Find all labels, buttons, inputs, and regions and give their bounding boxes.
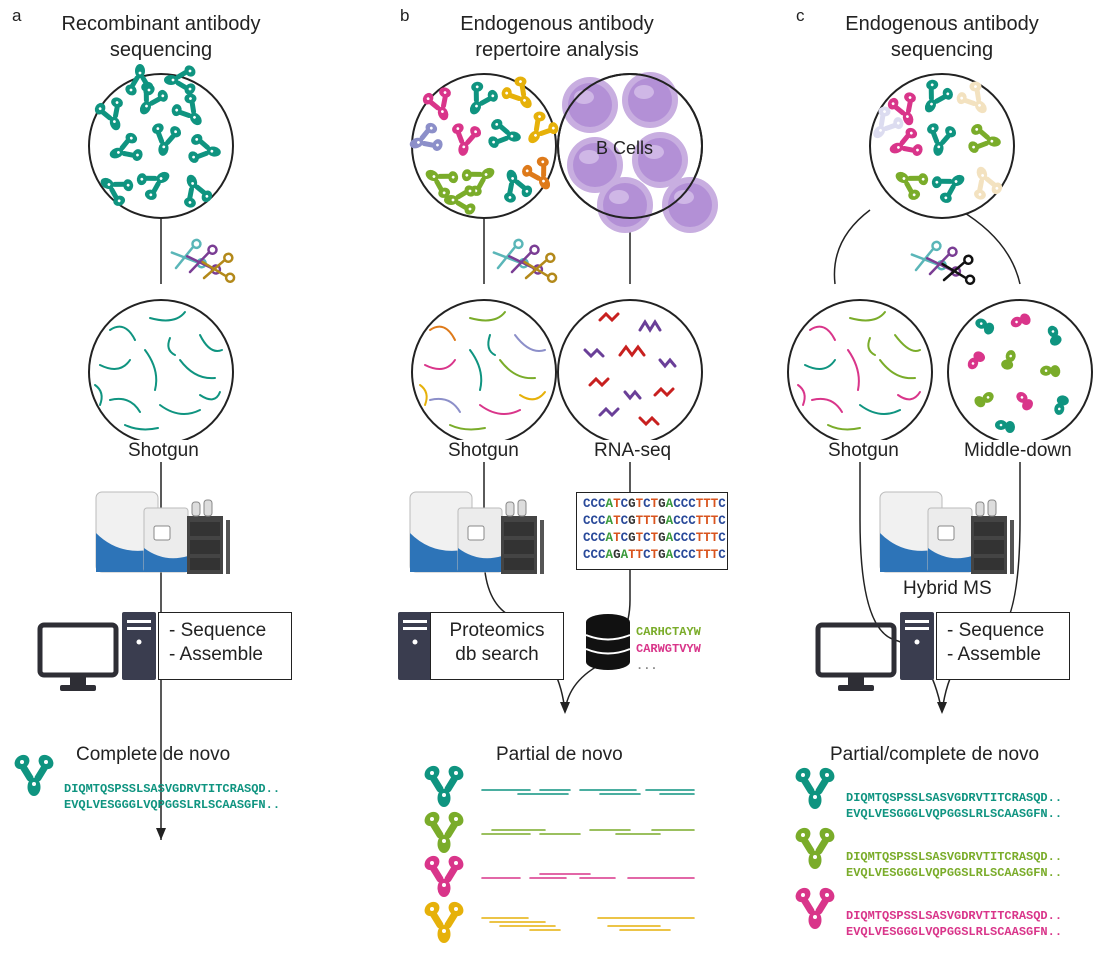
panel-c-title-line2: sequencing [890,39,994,61]
panel-letter-b: b [400,6,410,25]
antibody-icon [422,853,467,897]
software-step: - Sequence [947,620,1045,641]
panel-c-antibody-circle [862,74,1015,219]
panel-b-rna-circle [557,299,703,445]
panel-b-software-box: Proteomics db search [430,612,564,680]
panel-a-method-label: Shotgun [126,440,201,462]
partial-coverage-lines [481,789,695,931]
database-icon [585,613,631,671]
sequence-line: DIQMTQSPSSLSASVGDRVTITCRASQD.. [846,850,1063,864]
computer-tower-icon [398,612,432,680]
panel-letter-a: a [12,6,22,25]
panel-c-fab-fragments-circle [947,299,1093,445]
antibody-icon [422,809,467,853]
scissors-icon [909,239,976,288]
sequence-line: EVQLVESGGGLVQPGGSLRLSCAASGFN.. [846,807,1063,821]
sequence-line: DIQMTQSPSSLSASVGDRVTITCRASQD.. [846,909,1063,923]
panel-b-peptides-circle [411,299,557,445]
dna-read: CCCATCGTCTGACCCTTTC [583,531,726,545]
panel-a-software-box: - Sequence - Assemble [158,612,292,680]
dna-read: CCCAGATTCTGACCCTTTC [583,548,726,562]
panel-a-result-label: Complete de novo [76,744,231,765]
software-step: - Sequence [169,620,267,641]
scissors-icon [169,237,236,286]
antibody-icon [793,885,838,929]
cdr3-entry: CARHCTAYW [636,625,701,639]
rna-seq-reads-box: CCCATCGTCTGACCCTTTC CCCATCGTTTGACCCTTTC CC… [576,492,728,570]
panel-c-method-right-label: Middle-down [962,440,1074,462]
panel-b-method-left-label: Shotgun [446,440,521,462]
panel-b-title-line1: Endogenous antibody [460,13,654,35]
dna-read: CCCATCGTTTGACCCTTTC [583,514,726,528]
mass-spectrometer-icon [409,491,545,575]
sequence-line: EVQLVESGGGLVQPGGSLRLSCAASGFN.. [64,798,281,812]
antibody-icon [422,899,467,943]
sequence-line: EVQLVESGGGLVQPGGSLRLSCAASGFN.. [846,866,1063,880]
antibody-icon [422,763,467,807]
panel-a-peptides-circle [88,299,234,445]
panel-a-title-line1: Recombinant antibody [61,13,261,35]
software-step: db search [455,644,539,665]
panel-a-title-line2: sequencing [109,39,213,61]
sequence-line: DIQMTQSPSSLSASVGDRVTITCRASQD.. [846,791,1063,805]
antibody-icon [793,765,838,809]
sequence-line: DIQMTQSPSSLSASVGDRVTITCRASQD.. [64,782,281,796]
panel-c-method-left-label: Shotgun [826,440,901,462]
scissors-icon [491,237,558,286]
software-step: - Assemble [947,644,1041,665]
panel-c-title-line1: Endogenous antibody [845,13,1039,35]
software-step: Proteomics [449,620,545,641]
computer-monitor-icon [40,625,116,691]
computer-tower-icon [900,612,934,680]
hybrid-ms-label: Hybrid MS [900,578,995,600]
cdr3-entry: CARWGTVYW [636,642,701,656]
dna-read: CCCATCGTCTGACCCTTTC [583,497,726,511]
panel-c-peptides-circle [787,299,933,445]
panel-b-antibody-repertoire-circle [404,71,564,218]
cdr3-entry: ... [636,659,658,673]
panel-c-software-box: - Sequence - Assemble [936,612,1070,680]
computer-monitor-icon [818,625,894,691]
antibody-icon [12,752,57,796]
panel-b-title-line2: repertoire analysis [475,39,639,61]
panel-c-result-label: Partial/complete de novo [830,744,1040,765]
bcells-label: B Cells [596,138,654,158]
panel-b-method-right-label: RNA-seq [592,440,674,462]
mass-spectrometer-icon [879,491,1015,575]
software-step: - Assemble [169,644,263,665]
panel-a-intact-antibodies-circle [89,63,234,219]
panel-b-result-label: Partial de novo [496,744,623,765]
computer-tower-icon [122,612,156,680]
antibody-icon [793,825,838,869]
mass-spectrometer-icon [95,491,231,575]
arrowheads [156,702,947,840]
panel-b-bcells-circle [557,72,718,233]
sequence-line: EVQLVESGGGLVQPGGSLRLSCAASGFN.. [846,925,1063,939]
panel-letter-c: c [796,6,805,25]
